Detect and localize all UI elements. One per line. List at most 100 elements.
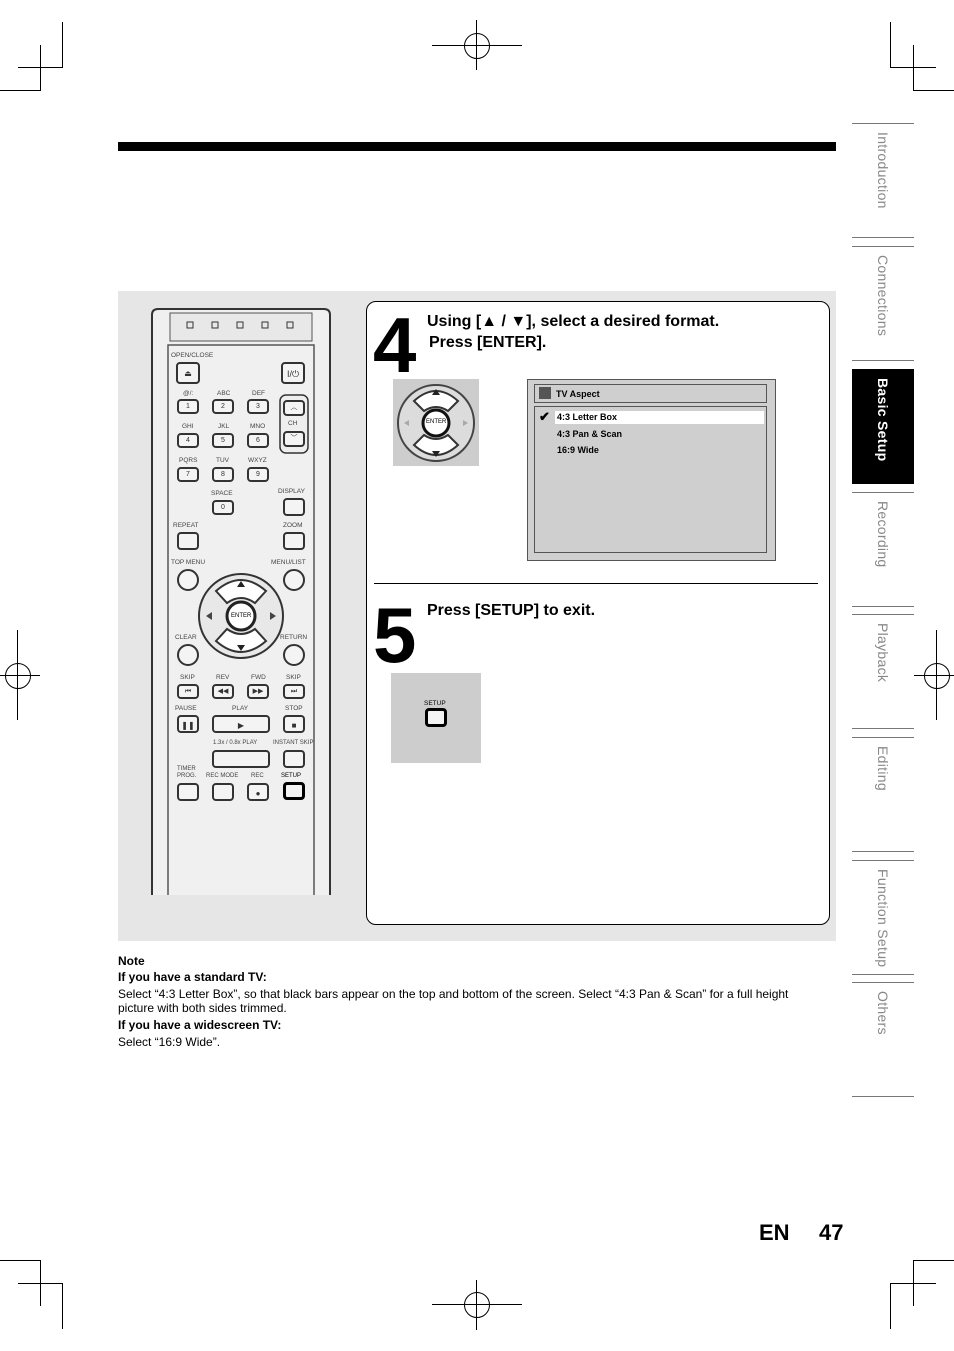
- top-menu-button[interactable]: [177, 569, 199, 591]
- skip-forward-label: SKIP: [286, 674, 301, 681]
- eject-icon: ⏏: [184, 369, 192, 378]
- rewind-button[interactable]: ◀◀: [212, 684, 234, 699]
- step-4-line-1: Using [▲ / ▼], select a desired format.: [427, 313, 720, 330]
- instant-skip-button[interactable]: [283, 750, 305, 768]
- tab-editing[interactable]: Editing: [852, 737, 914, 852]
- menu-title-bar: [534, 384, 767, 403]
- header-rule: [118, 142, 836, 151]
- record-dot-icon: ●: [255, 789, 261, 798]
- repeat-button[interactable]: [177, 532, 199, 550]
- eject-button[interactable]: ⏏: [176, 362, 200, 384]
- tab-others[interactable]: Others: [852, 982, 914, 1097]
- key-8-letters: TUV: [216, 457, 229, 464]
- step-5-number: 5: [373, 591, 416, 679]
- channel-down-button[interactable]: ﹀: [283, 431, 305, 447]
- speed-play-label: 1.3x / 0.8x PLAY: [213, 740, 258, 746]
- menu-option-wide[interactable]: 16:9 Wide: [557, 445, 599, 455]
- key-2-button[interactable]: 2: [212, 399, 234, 414]
- dpad-icon: [397, 384, 475, 462]
- standard-tv-heading: If you have a standard TV:: [118, 970, 267, 984]
- tab-recording[interactable]: Recording: [852, 492, 914, 607]
- rev-label: REV: [216, 674, 230, 681]
- zoom-label: ZOOM: [283, 522, 303, 529]
- setup-illustration-label: SETUP: [424, 700, 446, 707]
- key-7-button[interactable]: 7: [177, 467, 199, 482]
- rec-mode-button[interactable]: [212, 783, 234, 801]
- key-4-button[interactable]: 4: [177, 433, 199, 448]
- play-label: PLAY: [232, 705, 249, 712]
- enter-pad-illustration: ENTER: [393, 379, 479, 466]
- stop-icon: ■: [291, 721, 297, 730]
- tab-label: Others: [875, 991, 891, 1035]
- key-3-letters: DEF: [252, 390, 265, 397]
- widescreen-tv-text: Select “16:9 Wide”.: [118, 1035, 221, 1049]
- language-code: EN: [759, 1220, 790, 1245]
- key-4-letters: GHI: [182, 423, 194, 430]
- menu-list-label: MENU/LIST: [271, 559, 306, 566]
- pause-button[interactable]: ❚❚: [177, 715, 199, 733]
- key-1-button[interactable]: 1: [177, 399, 199, 414]
- display-button[interactable]: [283, 498, 305, 516]
- chevron-down-icon: ﹀: [290, 435, 298, 442]
- note-heading: Note: [118, 954, 145, 968]
- widescreen-tv-heading: If you have a widescreen TV:: [118, 1018, 282, 1032]
- power-button[interactable]: I/⏻: [281, 362, 305, 384]
- fwd-label: FWD: [251, 674, 266, 681]
- tab-connections[interactable]: Connections: [852, 246, 914, 361]
- fast-forward-icon: ▶▶: [252, 688, 264, 695]
- skip-back-button[interactable]: ⏮: [177, 684, 199, 699]
- skip-forward-button[interactable]: ⏭: [283, 684, 305, 699]
- play-button[interactable]: ▶: [212, 715, 270, 733]
- clear-button[interactable]: [177, 644, 199, 666]
- top-menu-label: TOP MENU: [171, 559, 206, 566]
- key-8-button[interactable]: 8: [212, 467, 234, 482]
- speed-play-button[interactable]: [212, 750, 270, 768]
- menu-list-button[interactable]: [283, 569, 305, 591]
- rewind-icon: ◀◀: [217, 688, 229, 695]
- menu-option-pan-scan[interactable]: 4:3 Pan & Scan: [557, 429, 623, 439]
- key-5-button[interactable]: 5: [212, 433, 234, 448]
- tab-playback[interactable]: Playback: [852, 614, 914, 729]
- open-close-label: OPEN/CLOSE: [171, 352, 214, 359]
- stop-button[interactable]: ■: [283, 715, 305, 733]
- return-button[interactable]: [283, 644, 305, 666]
- menu-title: TV Aspect: [556, 389, 600, 399]
- fast-forward-button[interactable]: ▶▶: [247, 684, 269, 699]
- tab-function-setup[interactable]: Function Setup: [852, 860, 914, 975]
- tab-label: Function Setup: [875, 869, 891, 968]
- channel-label: CH: [288, 420, 298, 427]
- standard-tv-text: Select “4:3 Letter Box”, so that black b…: [118, 987, 789, 1015]
- timer-label: TIMER: [177, 766, 196, 772]
- key-6-letters: MNO: [250, 423, 266, 430]
- rec-mode-label: REC MODE: [206, 773, 239, 779]
- key-9-letters: WXYZ: [248, 457, 267, 464]
- remote-control-illustration: OPEN/CLOSE ⏏ I/⏻ @/: ABC DEF 1 2 3 GHI J…: [150, 307, 332, 895]
- key-1-letters: @/:: [183, 390, 194, 397]
- enter-button[interactable]: ENTER: [231, 613, 252, 619]
- channel-up-button[interactable]: ︿: [283, 400, 305, 416]
- tab-label: Editing: [875, 746, 891, 791]
- skip-back-label: SKIP: [180, 674, 195, 681]
- zoom-button[interactable]: [283, 532, 305, 550]
- tab-basic-setup[interactable]: Basic Setup: [852, 369, 914, 484]
- key-6-button[interactable]: 6: [247, 433, 269, 448]
- page-number: 47: [819, 1220, 844, 1245]
- pause-icon: ❚❚: [181, 721, 195, 730]
- step-4-number: 4: [373, 301, 416, 389]
- menu-option-list: [534, 406, 767, 553]
- key-9-button[interactable]: 9: [247, 467, 269, 482]
- tab-label: Basic Setup: [875, 378, 891, 462]
- key-0-button[interactable]: 0: [212, 500, 234, 515]
- menu-option-letter-box[interactable]: 4:3 Letter Box: [557, 412, 618, 422]
- setup-button-illustration: SETUP: [391, 673, 481, 763]
- rec-button[interactable]: ●: [247, 783, 269, 801]
- step-divider: [374, 583, 818, 584]
- tab-label: Playback: [875, 623, 891, 683]
- return-label: RETURN: [280, 634, 308, 641]
- tab-label: Introduction: [875, 132, 891, 209]
- setup-label: SETUP: [281, 773, 302, 779]
- tab-introduction[interactable]: Introduction: [852, 123, 914, 238]
- timer-prog-button[interactable]: [177, 783, 199, 801]
- key-3-button[interactable]: 3: [247, 399, 269, 414]
- setup-button[interactable]: [283, 782, 305, 800]
